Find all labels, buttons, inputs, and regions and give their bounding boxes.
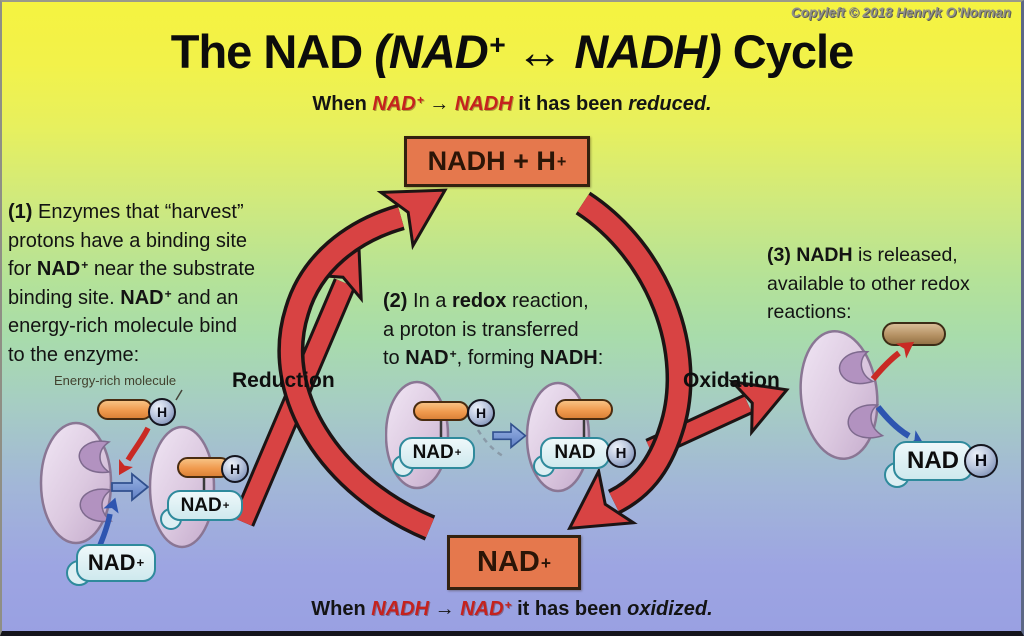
energy-label-pointer-line [175, 389, 183, 401]
energy-pill-no-h [555, 399, 613, 420]
free-nad-plus-droplet: NAD+ [76, 544, 156, 582]
nad-plus-bold: NAD+ [36, 258, 89, 280]
nad-plus-bold: NAD+ [120, 286, 172, 309]
title-paren: (NAD+ ↔ NADH) [374, 25, 721, 78]
energy-rich-molecule-label: Energy-rich molecule [54, 373, 177, 388]
proton-h-token: H [467, 399, 495, 427]
nad-box: NAD+ [447, 535, 581, 590]
spent-molecule-pill [882, 322, 946, 346]
bound-nad-plus-droplet: NAD+ [167, 490, 243, 521]
reduction-label: Reduction [232, 369, 335, 392]
proton-transfer-dashed-path [476, 429, 504, 458]
oxidation-arc-arrow [567, 191, 693, 531]
subtitle-reduced: When NAD+ → NADH it has been reduced. [312, 93, 712, 115]
nadh-h-box: NADH + H+ [404, 136, 590, 187]
step2-text: (2) In a redox reaction, a proton is tra… [383, 290, 604, 369]
title-pre: The NAD [170, 25, 375, 78]
step3-text: (3) NADH is released, available to other… [767, 244, 970, 323]
energy-rich-pill [97, 399, 153, 420]
enzyme-releasing [799, 329, 885, 461]
released-nadh-droplet: NAD [893, 441, 973, 481]
title-post: Cycle [720, 25, 854, 78]
nadh-h-token: H [606, 438, 636, 468]
released-h-token: H [964, 444, 998, 478]
subtitle-oxidized: When NADH → NAD+ it has been oxidized. [311, 598, 713, 620]
proton-h-token: H [221, 455, 249, 483]
nadh-red: NADH [454, 93, 513, 115]
step1-text: (1) Enzymes that “harvest” protons have … [8, 201, 256, 366]
nad-plus-droplet: NAD+ [399, 437, 475, 469]
page-title: The NAD (NAD+ ↔ NADH) Cycle [0, 24, 1024, 79]
proton-h-token: H [148, 398, 176, 426]
nad-plus-red: NAD+ [460, 598, 512, 620]
substrate-binding-red-arrow [119, 426, 151, 476]
nadh-droplet: NAD [540, 437, 610, 469]
becomes-block-arrow [492, 422, 527, 450]
nad-plus-bold: NAD+ [405, 347, 457, 369]
reduction-arc-arrow [277, 188, 448, 541]
nadh-red: NADH [371, 598, 430, 620]
release-red-arrow [870, 341, 915, 381]
oxidation-label: Oxidation [683, 369, 780, 392]
nad-plus-red: NAD+ [372, 93, 424, 115]
copyright-text: Copyleft © 2018 Henryk O’Norman [790, 5, 1011, 20]
becomes-block-arrow [111, 472, 150, 502]
energy-pill-with-h [413, 401, 469, 421]
illustration-step3 [799, 322, 946, 461]
enzyme-open [39, 421, 113, 545]
